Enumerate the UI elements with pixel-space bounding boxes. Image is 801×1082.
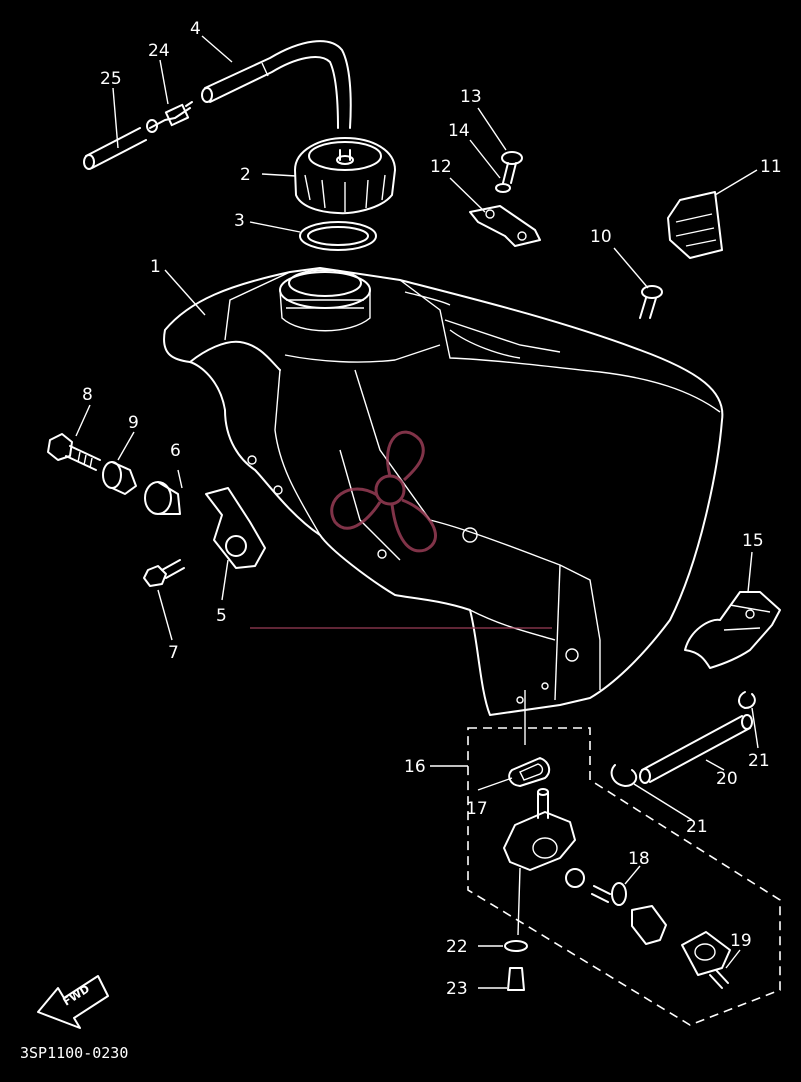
watermark-logo xyxy=(250,430,552,629)
callout-20: 20 xyxy=(716,769,738,789)
callout-24: 24 xyxy=(148,41,170,61)
callout-1: 1 xyxy=(150,257,161,277)
tank-bolt xyxy=(47,433,101,471)
damper xyxy=(144,481,181,515)
callout-13: 13 xyxy=(460,87,482,107)
callout-9: 9 xyxy=(128,413,139,433)
callout-25: 25 xyxy=(100,69,122,89)
drawing-code: 3SP1100-0230 xyxy=(20,1044,128,1062)
callout-5: 5 xyxy=(216,606,227,626)
callout-4: 4 xyxy=(190,19,201,39)
breather-hose xyxy=(201,40,352,129)
callout-19: 19 xyxy=(730,931,752,951)
drain-pipe xyxy=(83,127,147,170)
callout-3: 3 xyxy=(234,211,245,231)
mount-bracket xyxy=(205,487,266,569)
callout-14: 14 xyxy=(448,121,470,141)
leader-lines xyxy=(75,35,759,989)
callout-11: 11 xyxy=(760,157,782,177)
callout-2: 2 xyxy=(240,165,251,185)
fuel-tank xyxy=(163,267,724,716)
callout-7: 7 xyxy=(168,643,179,663)
forward-arrow-badge: FWD xyxy=(37,975,109,1029)
hose-joint xyxy=(146,101,193,133)
hose-clip-lower xyxy=(610,764,638,787)
tank-clip xyxy=(667,191,723,259)
callout-labels: 1 2 3 4 5 6 7 8 9 10 11 12 13 14 15 16 1… xyxy=(82,19,782,999)
forward-label: FWD xyxy=(61,982,92,1008)
mount-bolt xyxy=(143,559,185,587)
cap-gasket xyxy=(299,221,377,251)
callout-22: 22 xyxy=(446,937,468,957)
seat-bracket xyxy=(684,591,781,669)
callout-17: 17 xyxy=(466,799,488,819)
callout-18: 18 xyxy=(628,849,650,869)
fuel-cap xyxy=(294,137,396,215)
collar xyxy=(102,461,137,495)
callout-6: 6 xyxy=(170,441,181,461)
callout-21-upper: 21 xyxy=(748,751,770,771)
callout-16: 16 xyxy=(404,757,426,777)
tank-screw xyxy=(639,285,663,319)
callout-15: 15 xyxy=(742,531,764,551)
fuel-pipe xyxy=(639,714,753,784)
callout-8: 8 xyxy=(82,385,93,405)
callout-21-lower: 21 xyxy=(686,817,708,837)
callout-10: 10 xyxy=(590,227,612,247)
bracket-screw xyxy=(495,151,523,193)
callout-12: 12 xyxy=(430,157,452,177)
callout-23: 23 xyxy=(446,979,468,999)
hose-clip-upper xyxy=(738,691,756,709)
tank-bracket xyxy=(469,205,541,247)
fuel-cock-assembly xyxy=(467,727,781,1026)
